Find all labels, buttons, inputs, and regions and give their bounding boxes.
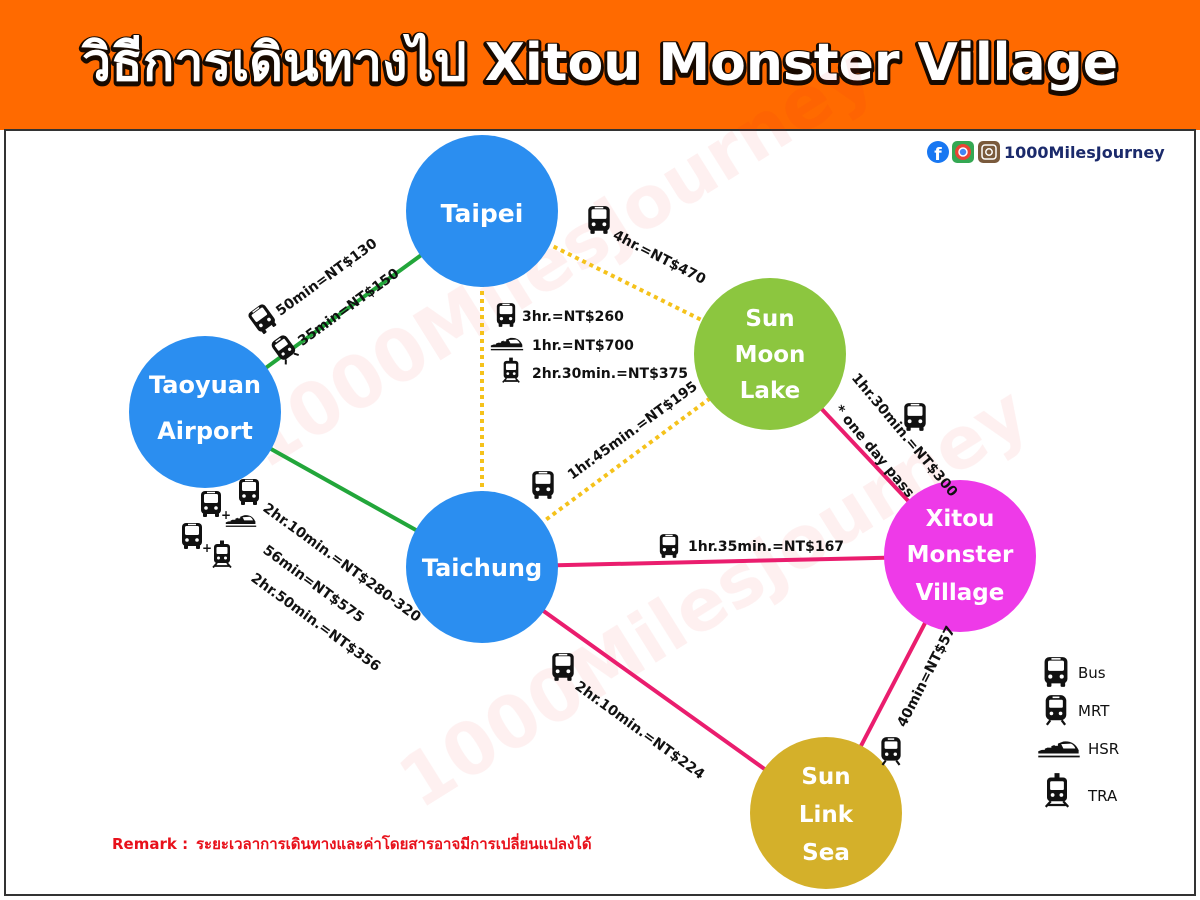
mrt-icon: [1044, 694, 1068, 726]
node-taipei-label-1: Taipei: [441, 199, 524, 228]
label-text: 50min=NT$130: [273, 235, 380, 319]
node-sunmoon-circle: [694, 278, 846, 430]
legend-item-mrt: MRT: [1044, 694, 1110, 726]
node-taoyuan-label-1: Taoyuan: [149, 371, 261, 399]
node-taoyuan-label-2: Airport: [157, 417, 253, 445]
brand-name: 1000MilesJourney: [1004, 143, 1165, 162]
node-sunmoon-label-1: Sun: [745, 306, 794, 332]
node-xitou-monster-village[interactable]: Xitou Monster Village: [884, 480, 1036, 632]
hsr-icon: [1038, 741, 1080, 758]
label-taoyuan-taipei-bus: 50min=NT$130: [246, 235, 381, 336]
legend-label: MRT: [1078, 702, 1110, 720]
legend-label: Bus: [1078, 664, 1106, 682]
legend-item-tra: TRA: [1044, 772, 1118, 808]
node-taipei-circle: [406, 135, 558, 287]
node-sunlink-label-2: Link: [799, 802, 854, 828]
label-xitou-sunlink-bus: 40min=NT$57: [894, 624, 959, 730]
brand-row: f 1000MilesJourney: [927, 141, 1165, 165]
legend-item-bus: Bus: [1044, 657, 1106, 687]
legend-label: HSR: [1088, 740, 1119, 758]
node-sunlink-label-3: Sea: [802, 840, 850, 866]
plus-sign: +: [221, 508, 231, 522]
node-taoyuan-circle: [129, 336, 281, 488]
bus-icon: [239, 479, 259, 505]
legend-item-hsr: HSR: [1038, 740, 1119, 758]
label-taichung-sunmoon-bus: 1hr.45min.=NT$195: [565, 379, 701, 484]
bus-icon: [496, 303, 516, 327]
instagram-icon[interactable]: [978, 141, 1000, 163]
svg-text:f: f: [934, 145, 942, 165]
node-sunmoon-label-3: Lake: [740, 378, 800, 404]
title-svg: วิธีการเดินทางไป Xitou Monster Village ว…: [78, 31, 1121, 98]
label-taipei-taichung-bus: 3hr.=NT$260: [522, 309, 624, 325]
node-sun-moon-lake[interactable]: Sun Moon Lake: [694, 278, 846, 430]
legend: Bus MRT HSR TRA: [1038, 657, 1119, 808]
bus-icon: [659, 534, 679, 558]
remark-text: ระยะเวลาการเดินทางและค่าโดยสารอาจมีการเป…: [196, 833, 592, 853]
node-taichung-circle: [406, 491, 558, 643]
node-xitou-label-2: Monster: [907, 542, 1014, 568]
node-xitou-label-3: Village: [916, 580, 1005, 606]
tra-icon: [501, 357, 521, 383]
label-taipei-taichung-tra: 2hr.30min.=NT$375: [532, 366, 688, 382]
remark-label: Remark :: [112, 835, 188, 853]
title-banner: [0, 0, 1200, 130]
node-xitou-label-1: Xitou: [926, 506, 995, 532]
node-sun-link-sea[interactable]: Sun Link Sea: [750, 737, 902, 889]
page-title: วิธีการเดินทางไป Xitou Monster Village: [81, 32, 1118, 93]
station-nodes: Taipei Taoyuan Airport Taichung Sun Moon…: [129, 135, 1036, 889]
edge-taichung-xitou: [481, 554, 961, 569]
title-shadow: วิธีการเดินทางไป Xitou Monster Village: [81, 34, 1118, 95]
bus-icon: [201, 491, 221, 517]
chrome-icon[interactable]: [952, 141, 974, 163]
node-taipei[interactable]: Taipei: [406, 135, 558, 287]
bus-icon: [1044, 657, 1068, 687]
label-taichung-xitou-bus: 1hr.35min.=NT$167: [688, 539, 844, 555]
label-taichung-sunlink-bus: 2hr.10min.=NT$224: [572, 678, 708, 783]
title-banner-text-wrap: วิธีการเดินทางไป Xitou Monster Village ว…: [0, 0, 1200, 130]
node-sunlink-label-1: Sun: [801, 764, 850, 790]
bus-icon: [532, 471, 554, 499]
mrt-icon: [880, 736, 902, 766]
remark: Remark : ระยะเวลาการเดินทางและค่าโดยสารอ…: [112, 833, 592, 853]
node-xitou-circle: [884, 480, 1036, 632]
plus-sign: +: [202, 541, 212, 555]
tra-icon: [212, 540, 232, 568]
node-sunlink-circle: [750, 737, 902, 889]
facebook-icon[interactable]: f: [927, 141, 949, 165]
node-taichung[interactable]: Taichung: [406, 491, 558, 643]
node-taichung-label-1: Taichung: [422, 554, 542, 582]
label-taipei-taichung-hsr: 1hr.=NT$700: [532, 338, 634, 354]
bus-icon: [552, 653, 574, 681]
legend-label: TRA: [1087, 787, 1118, 805]
node-sunmoon-label-2: Moon: [735, 342, 806, 368]
node-taoyuan-airport[interactable]: Taoyuan Airport: [129, 336, 281, 488]
tra-icon: [1044, 772, 1070, 808]
content-frame: [4, 129, 1196, 896]
bus-icon: [588, 206, 610, 234]
bus-icon: [182, 523, 202, 549]
